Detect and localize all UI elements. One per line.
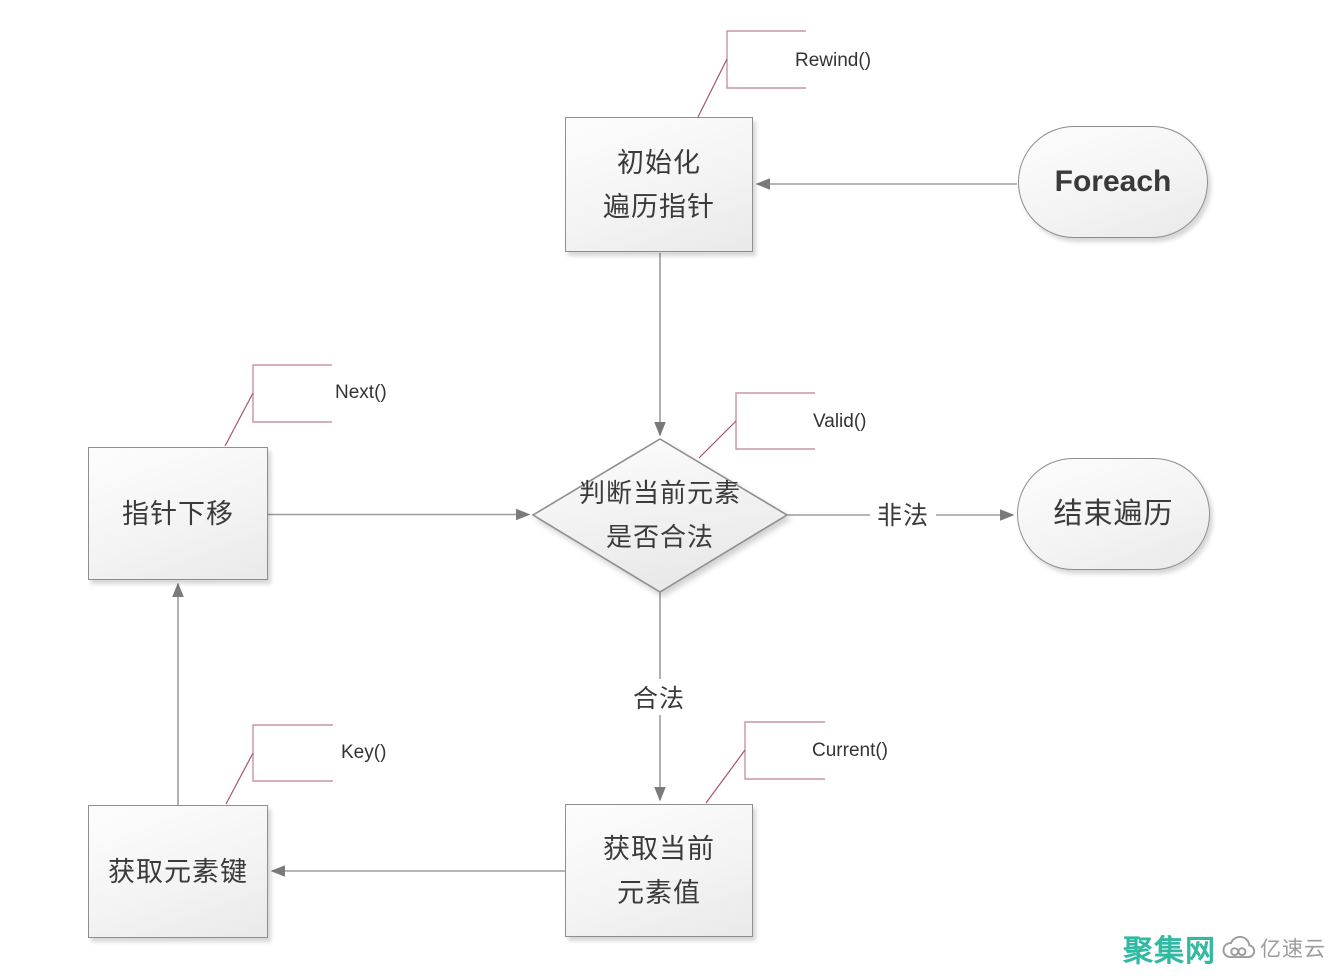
watermark: 聚集网 亿速云 (1123, 926, 1326, 970)
next-callout-bracket (252, 364, 332, 423)
node-get-key: 获取元素键 (88, 805, 268, 938)
node-get-key-label: 获取元素键 (108, 856, 248, 887)
callout-rewind-label: Rewind() (795, 50, 872, 71)
watermark-site-name: 聚集网 (1123, 935, 1216, 968)
callout-next-label: Next() (335, 382, 387, 403)
callout-key-label: Key() (341, 742, 387, 763)
current-callout-leader (705, 749, 746, 804)
callout-valid-label: Valid() (813, 411, 867, 432)
watermark-brand-name: 亿速云 (1260, 938, 1326, 961)
decision-diamond-shape (531, 438, 789, 593)
cloud-icon (1222, 936, 1256, 958)
node-end-traversal: 结束遍历 (1017, 458, 1210, 570)
edge-label-valid: 合法 (625, 679, 693, 715)
node-move-next: 指针下移 (88, 447, 268, 580)
node-foreach-label: Foreach (1054, 165, 1172, 198)
node-init-pointer-label: 初始化 遍历指针 (603, 147, 715, 222)
node-init-pointer: 初始化 遍历指针 (565, 117, 753, 252)
edge-label-invalid: 非法 (869, 496, 937, 532)
rewind-callout-leader (697, 58, 728, 118)
node-decision-label: 判断当前元素 是否合法 (578, 478, 742, 552)
callout-current-label: Current() (812, 740, 889, 761)
key-callout-bracket (252, 724, 333, 782)
node-get-value-label: 获取当前 元素值 (603, 833, 715, 908)
next-callout-leader (224, 392, 254, 447)
valid-callout-leader (698, 420, 737, 459)
node-move-next-label: 指针下移 (122, 498, 234, 529)
node-end-traversal-label: 结束遍历 (1053, 498, 1174, 530)
node-get-value: 获取当前 元素值 (565, 804, 753, 937)
node-foreach: Foreach (1018, 126, 1208, 238)
valid-callout-bracket (735, 392, 815, 450)
key-callout-leader (225, 752, 254, 805)
